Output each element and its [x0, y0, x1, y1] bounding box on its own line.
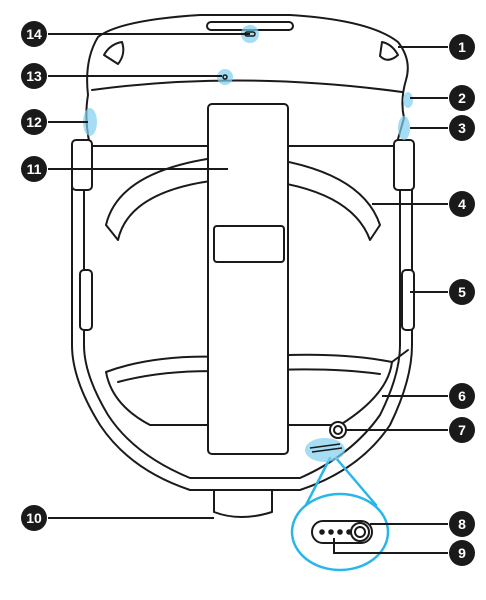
left-arm — [71, 147, 413, 491]
callout-badge — [449, 191, 475, 217]
battery-nub — [213, 489, 273, 518]
callout-badge — [449, 115, 475, 141]
callout-number: 1 — [458, 39, 466, 55]
callout-badge — [449, 85, 475, 111]
callout-badge — [21, 505, 47, 531]
left-rail — [79, 269, 93, 331]
right-rail — [401, 269, 415, 331]
callout-14: 14 — [21, 21, 47, 47]
callout-badge — [449, 383, 475, 409]
callout-badge — [449, 417, 475, 443]
callout-number: 5 — [458, 284, 466, 300]
callout-3: 3 — [449, 115, 475, 141]
callout-number: 2 — [458, 90, 466, 106]
power-button — [329, 421, 347, 439]
callout-number: 9 — [458, 545, 466, 561]
callout-number: 4 — [458, 196, 466, 212]
callout-number: 8 — [458, 516, 466, 532]
highlight-13 — [217, 69, 233, 85]
callout-13: 13 — [21, 63, 47, 89]
callout-number: 3 — [458, 120, 466, 136]
callout-9: 9 — [449, 540, 475, 566]
callout-badge — [21, 21, 47, 47]
callout-11: 11 — [21, 156, 47, 182]
callout-12: 12 — [21, 109, 47, 135]
callout-badge — [21, 156, 47, 182]
callout-1: 1 — [449, 34, 475, 60]
callout-number: 12 — [26, 114, 42, 130]
callout-badge — [449, 34, 475, 60]
callout-number: 11 — [27, 161, 42, 177]
callout-7: 7 — [449, 417, 475, 443]
callout-number: 10 — [26, 510, 42, 526]
leader-lines — [48, 33, 448, 554]
callout-5: 5 — [449, 279, 475, 305]
callout-8: 8 — [449, 511, 475, 537]
usb-port — [350, 522, 370, 542]
callout-badge — [21, 109, 47, 135]
callout-4: 4 — [449, 191, 475, 217]
callout-2: 2 — [449, 85, 475, 111]
callout-10: 10 — [21, 505, 47, 531]
callout-number: 6 — [458, 388, 466, 404]
callout-number: 7 — [458, 422, 466, 438]
highlight-3 — [398, 116, 410, 140]
callout-number: 13 — [26, 68, 42, 84]
callout-number: 14 — [26, 26, 42, 42]
callout-badge — [21, 63, 47, 89]
callout-badge — [449, 511, 475, 537]
callout-6: 6 — [449, 383, 475, 409]
face-cushion — [105, 154, 381, 241]
callout-badge — [449, 540, 475, 566]
strap-buckle — [213, 225, 285, 263]
callout-badge — [449, 279, 475, 305]
highlight-2 — [403, 92, 413, 108]
highlight-12 — [83, 108, 97, 136]
top-strap — [207, 103, 289, 455]
